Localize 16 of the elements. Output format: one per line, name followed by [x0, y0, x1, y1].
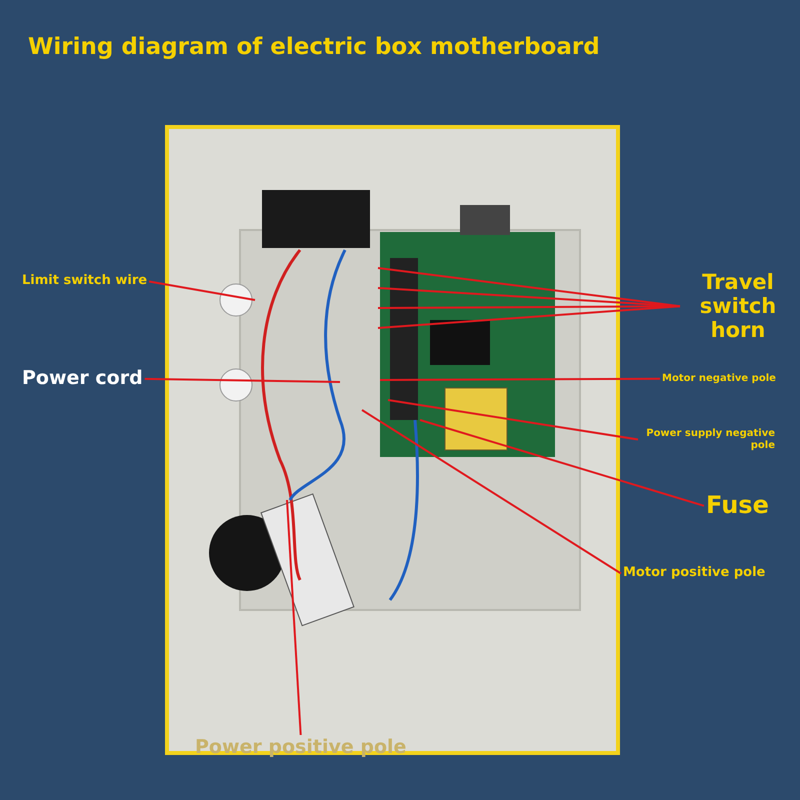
callout-label: Fuse [706, 492, 769, 520]
leader-line [144, 378, 340, 383]
leader-line [380, 378, 660, 381]
callout-label: Power supply negative pole [640, 428, 775, 451]
callout-label: Limit switch wire [22, 274, 148, 289]
callout-label: Power cord [22, 368, 143, 390]
leader-line [420, 419, 704, 507]
title: Wiring diagram of electric box motherboard [28, 34, 600, 60]
callout-label: Motor negative pole [662, 373, 776, 384]
leader-line [388, 399, 638, 440]
leader-line [378, 305, 680, 309]
callout-label: Travel switch horn [682, 270, 794, 342]
leader-line [378, 305, 680, 329]
leader-line [361, 409, 622, 574]
leader-line [286, 500, 302, 736]
callout-label: Motor positive pole [623, 566, 766, 581]
